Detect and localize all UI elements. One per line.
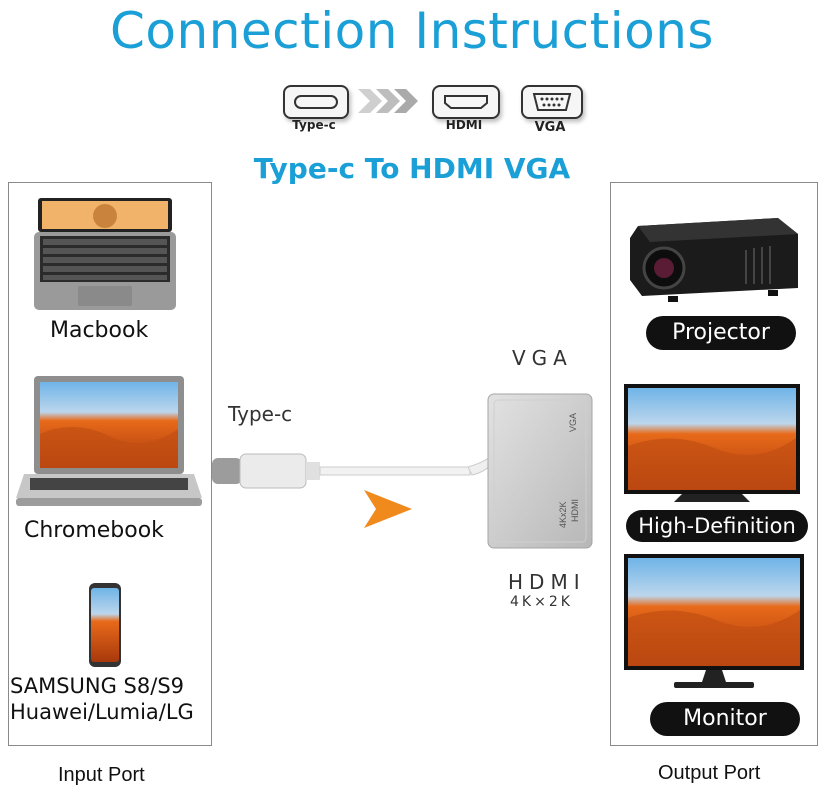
chromebook-label: Chromebook <box>24 518 164 543</box>
macbook-label: Macbook <box>50 318 149 343</box>
hdmi-port-label: HDMI <box>445 118 483 132</box>
hdmi-port-icon <box>432 85 500 119</box>
hub-hdmi-sublabel: 4K×2K <box>510 594 573 610</box>
projector-icon <box>628 212 802 304</box>
projector-label: Projector <box>646 316 796 350</box>
monitor-icon <box>622 552 806 690</box>
page-title: Connection Instructions <box>110 2 714 60</box>
hub-body-hdmi-text-1: 4Kx2K <box>558 501 568 528</box>
tv-icon <box>622 382 802 504</box>
direction-arrow-icon <box>362 488 414 530</box>
hub-body-hdmi-text-2: HDMI <box>570 499 580 522</box>
input-port-caption: Input Port <box>58 764 145 786</box>
typec-port-label: Type-c <box>292 118 336 132</box>
laptop-icon <box>30 196 180 314</box>
hub-hdmi-label: HDMI <box>508 570 586 594</box>
samsung-label: SAMSUNG S8/S9 <box>10 674 185 698</box>
type-c-cable-label: Type-c <box>228 402 293 426</box>
vga-port-icon <box>521 85 583 119</box>
chevron-arrows-icon <box>356 86 422 116</box>
smartphone-icon <box>88 582 122 668</box>
adapter-hub-icon <box>486 392 594 550</box>
hub-body-vga-text: VGA <box>568 412 578 432</box>
subtitle: Type-c To HDMI VGA <box>253 152 571 185</box>
type-c-cable-icon <box>210 448 500 498</box>
hub-vga-label: VGA <box>512 346 573 370</box>
vga-port-label: VGA <box>534 120 566 135</box>
chromebook-icon <box>14 374 204 510</box>
output-port-caption: Output Port <box>658 762 761 784</box>
typec-port-icon <box>283 85 349 119</box>
hdtv-label: High-Definition TV <box>626 510 808 570</box>
huawei-label: Huawei/Lumia/LG <box>10 700 194 724</box>
monitor-label: Monitor <box>650 702 800 736</box>
